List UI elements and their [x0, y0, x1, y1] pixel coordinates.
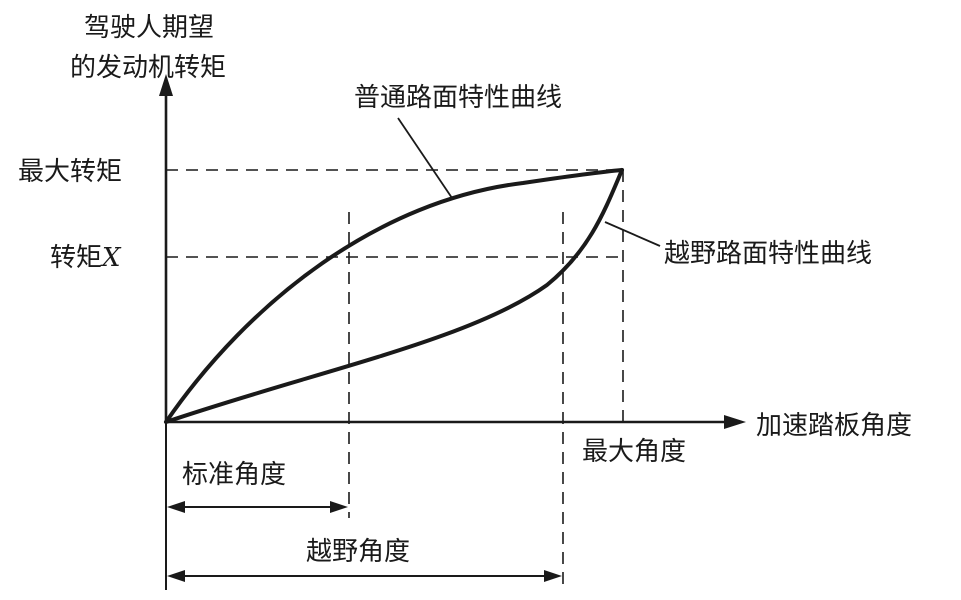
y-axis-arrowhead — [159, 74, 173, 96]
normal-curve-leader — [397, 117, 453, 199]
offroad-angle-left-arrow — [167, 570, 185, 582]
standard-angle-right-arrow — [330, 501, 348, 513]
torque-x-label: 转矩X — [50, 243, 122, 273]
offroad-angle-right-arrow — [544, 570, 562, 582]
standard-angle-label: 标准角度 — [182, 460, 286, 490]
torque-x-label-prefix: 转矩 — [50, 243, 102, 273]
torque-x-label-var: X — [100, 243, 122, 273]
x-axis-label: 加速踏板角度 — [756, 411, 912, 441]
max-angle-label: 最大角度 — [582, 437, 686, 467]
offroad-curve — [164, 168, 624, 424]
normal-road-curve — [164, 168, 624, 424]
offroad-curve-leader — [604, 221, 661, 247]
offroad-curve-label: 越野路面特性曲线 — [664, 239, 872, 269]
standard-angle-left-arrow — [167, 501, 185, 513]
y-axis-label-line1: 驾驶人期望 — [84, 13, 214, 43]
normal-curve-label: 普通路面特性曲线 — [354, 83, 562, 113]
y-axis-label-line2: 的发动机转矩 — [70, 53, 226, 83]
offroad-angle-label: 越野角度 — [306, 537, 410, 567]
max-torque-label: 最大转矩 — [18, 157, 122, 187]
x-axis-arrowhead — [724, 415, 746, 429]
